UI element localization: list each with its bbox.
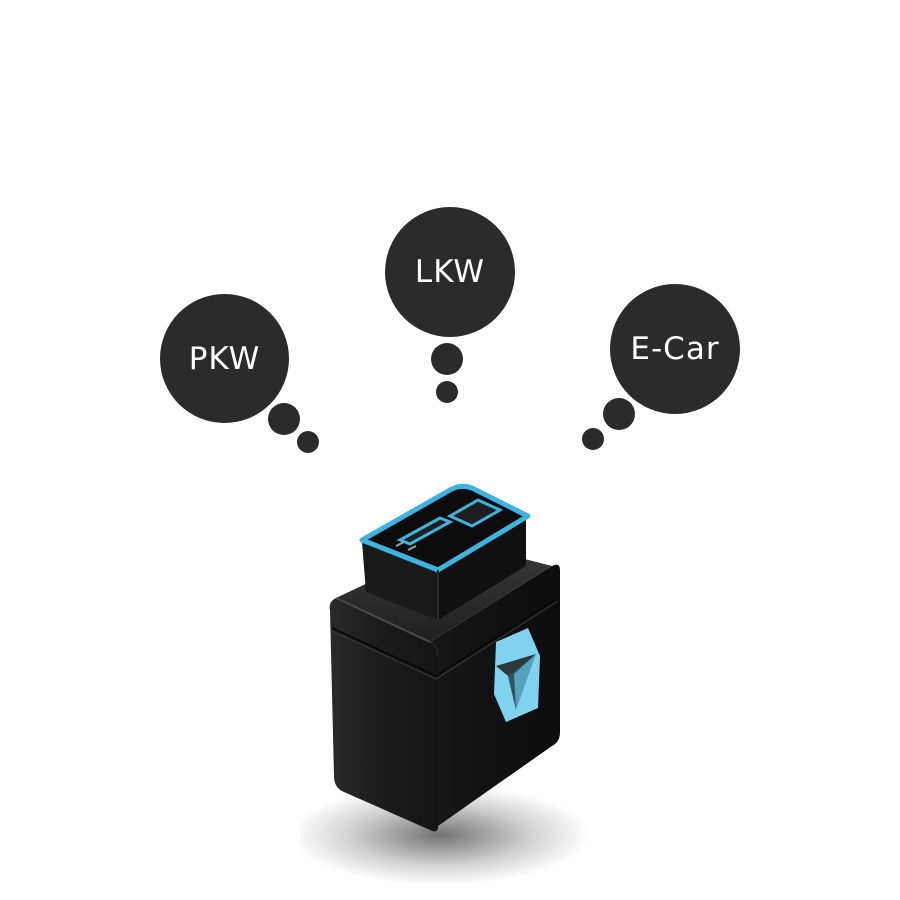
bubble-ecar-label: E-Car xyxy=(630,331,720,367)
obd-dongle-icon xyxy=(300,483,590,885)
connector-side xyxy=(438,518,526,620)
bubble-ecar-dot-large xyxy=(603,398,635,430)
bubble-lkw-dot-small xyxy=(436,381,458,403)
device-seam-highlight xyxy=(331,600,559,680)
bubble-pkw: PKW xyxy=(160,294,289,423)
connector-slot-left xyxy=(396,516,454,546)
bubble-pkw-dot-small xyxy=(297,431,319,453)
connector-slot-right xyxy=(446,498,504,528)
bubble-pkw-label: PKW xyxy=(188,340,261,377)
bubble-ecar: E-Car xyxy=(610,284,740,414)
bubble-pkw-dot-large xyxy=(268,403,300,435)
device-seam xyxy=(331,597,559,678)
device-edge-highlight xyxy=(335,597,431,643)
bubble-lkw: LKW xyxy=(385,207,515,337)
connector-accent-rim xyxy=(359,483,531,573)
connector-pin xyxy=(395,541,405,547)
device-front-face xyxy=(329,598,438,832)
device-shadow xyxy=(300,785,590,885)
hexagon-triangle-logo-icon xyxy=(494,628,540,722)
bubble-lkw-dot-large xyxy=(431,343,463,375)
bubble-lkw-label: LKW xyxy=(414,254,486,290)
bubble-ecar-dot-small xyxy=(582,428,604,450)
connector-pin xyxy=(407,545,417,551)
connector-front xyxy=(362,542,438,620)
